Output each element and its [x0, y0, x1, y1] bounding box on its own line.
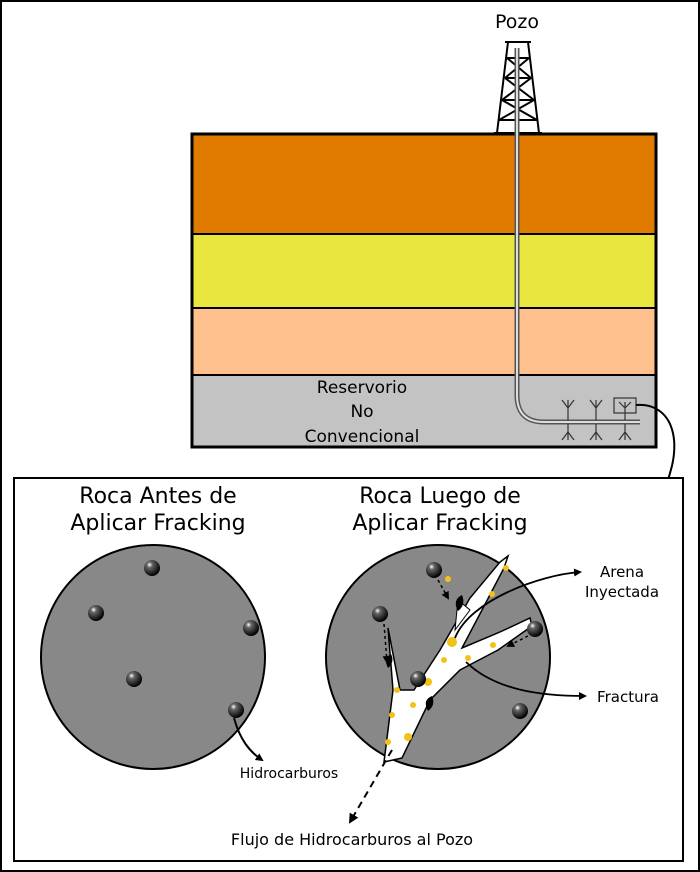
sand-pointer: [454, 568, 582, 639]
flow-label: Flujo de Hidrocarburos al Pozo: [231, 830, 473, 849]
hydrocarbon-droplets-before: [88, 560, 259, 718]
before-title-2: Aplicar Fracking: [70, 511, 245, 536]
fracture-label: Fractura: [597, 688, 659, 706]
well-pipe: [514, 48, 640, 425]
reservoir-label-1: Reservorio: [317, 378, 407, 398]
sand-label-2: Inyectada: [585, 583, 659, 601]
well-label: Pozo: [495, 11, 539, 33]
fracture-pointer: [465, 661, 587, 700]
migration-arrows: [382, 579, 529, 664]
reservoir-layer: [192, 375, 656, 447]
injected-sand-grains: [385, 565, 509, 745]
layer-3: [192, 308, 656, 375]
rock-before: [40, 544, 266, 770]
hydrocarbon-pointer: [233, 717, 264, 762]
after-title-1: Roca Luego de: [359, 484, 521, 509]
flow-arrow: [348, 749, 393, 824]
reservoir-label-2: No: [350, 402, 373, 422]
sand-label-1: Arena: [600, 563, 644, 581]
after-title-2: Aplicar Fracking: [352, 511, 527, 536]
layer-top: [192, 134, 656, 234]
hydrocarbons-label: Hidrocarburos: [240, 766, 338, 782]
derrick-icon: [494, 41, 542, 134]
reservoir-label-3: Convencional: [305, 427, 420, 447]
layer-stack: [190, 132, 658, 449]
before-title-1: Roca Antes de: [79, 484, 236, 509]
horizontal-fractures: [561, 397, 637, 441]
layer-2: [192, 234, 656, 308]
